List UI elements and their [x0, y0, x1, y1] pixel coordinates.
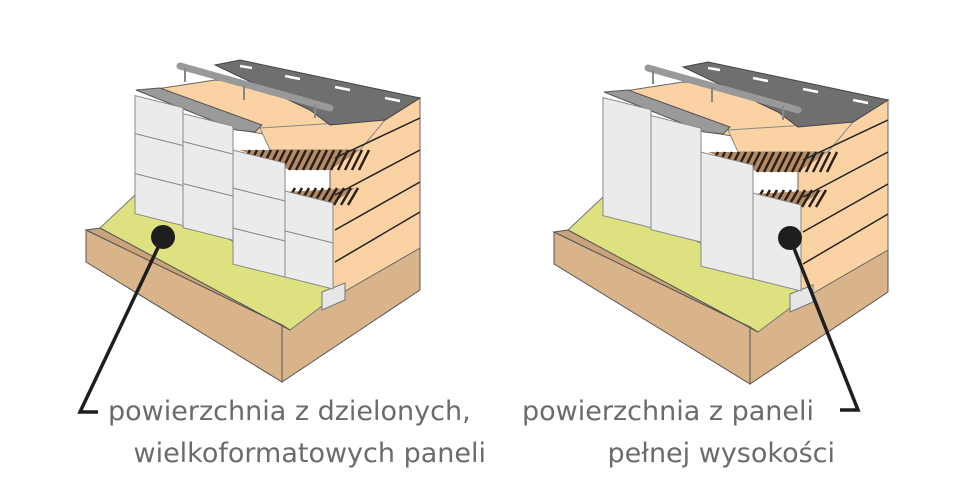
right-caption-line2: pełnej wysokości: [607, 438, 835, 469]
right-caption-line1: powierzchnia z paneli: [522, 396, 814, 427]
left-leader-line: [77, 236, 165, 414]
right-leader-line: [788, 237, 861, 412]
right-full-height-panels: [602, 97, 802, 292]
left-marker-dot: [151, 225, 175, 249]
left-caption-line2: wielkoformatowych paneli: [133, 438, 486, 469]
left-segmented-panels: [134, 95, 334, 290]
right-marker-dot: [778, 226, 802, 250]
left-caption-line1: powierzchnia z dzielonych,: [108, 396, 471, 427]
